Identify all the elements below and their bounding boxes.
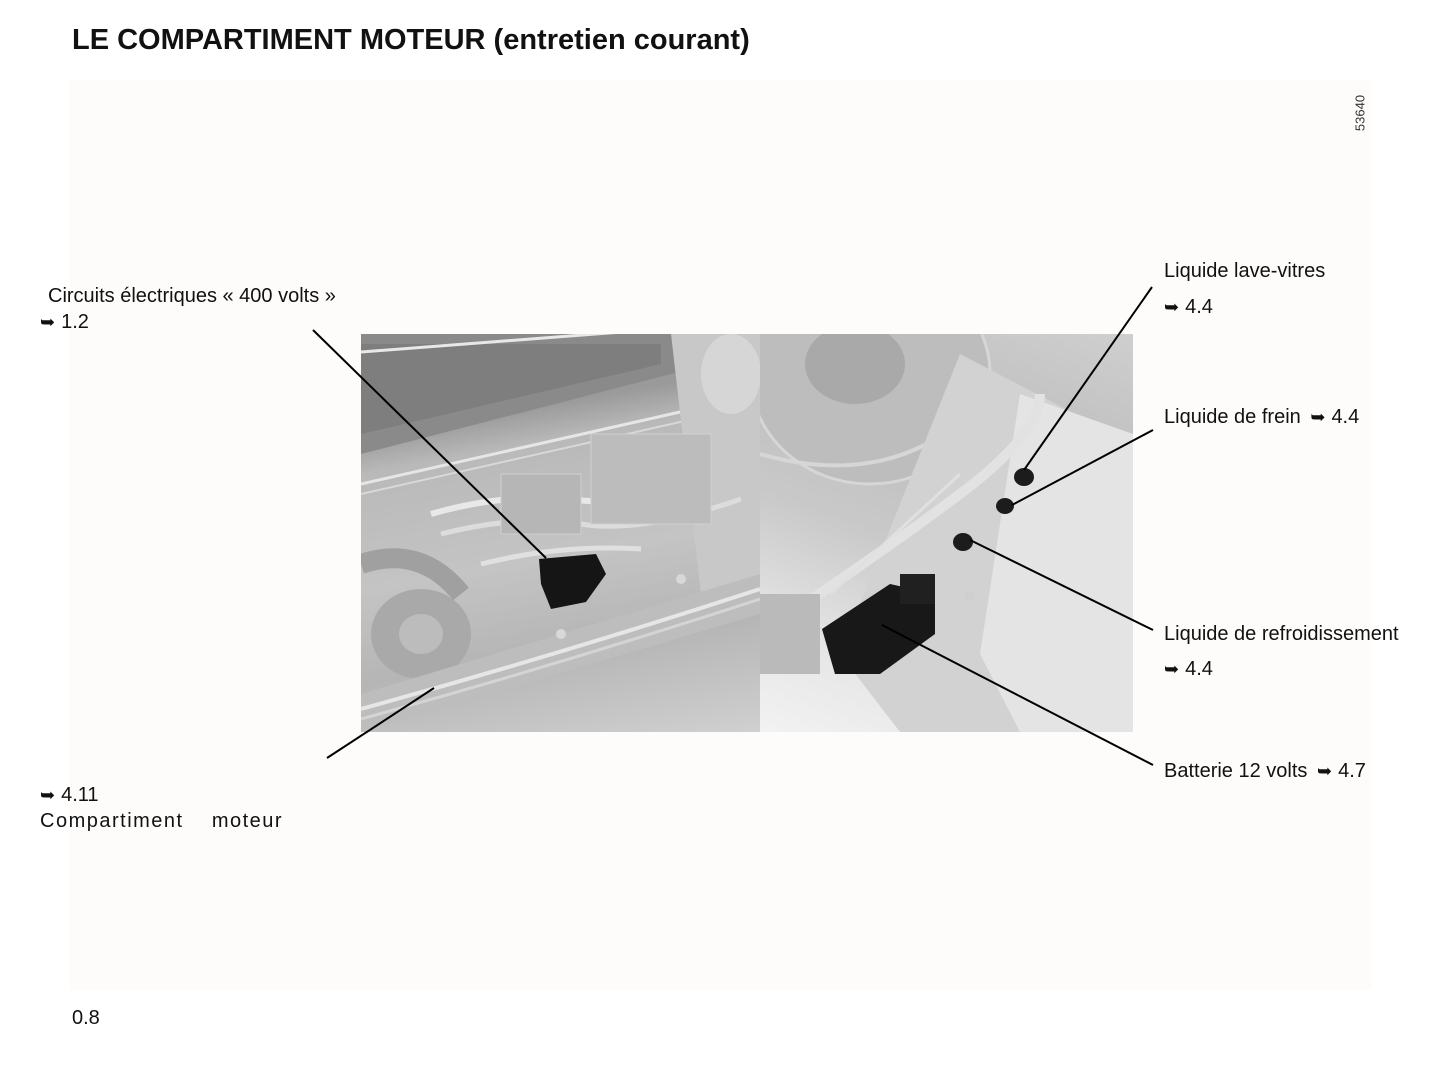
link-compartiment-ref[interactable]: ➥4.11 [40,782,99,808]
link-refroidissement-ref[interactable]: ➥4.4 [1164,656,1213,682]
figure-reference-text: 53640 [1352,94,1368,132]
see-reference-arrow-icon: ➥ [1164,659,1180,679]
label-liquide-lave-vitres: Liquide lave-vitres [1164,258,1325,284]
coolant-cap [953,533,973,551]
see-reference-arrow-icon: ➥ [40,785,56,805]
washer-cap [1014,468,1034,486]
ref-frein[interactable]: 4.4 [1331,406,1360,428]
label-circuits-400v: Circuits électriques « 400 volts » [48,283,336,309]
see-reference-arrow-icon: ➥ [1310,407,1326,427]
ref-batterie[interactable]: 4.7 [1338,760,1366,782]
figure-reference-number: 53640 [1340,88,1380,138]
label-circuits-text: Circuits électriques « 400 volts » [48,285,336,307]
ref-lave-vitres[interactable]: 4.4 [1185,296,1213,318]
engine-compartment-drawing [361,334,760,732]
ref-circuits[interactable]: 1.2 [61,311,89,333]
ref-compartiment[interactable]: 4.11 [61,784,99,806]
label-liquide-frein: Liquide de frein ➥4.4 [1164,404,1359,430]
front-compartment-drawing [760,334,1133,732]
page-title: LE COMPARTIMENT MOTEUR (entretien couran… [72,24,750,56]
label-compartiment-moteur: Compartiment moteur [40,756,283,860]
front-compartment-illustration [760,334,1133,732]
see-reference-arrow-icon: ➥ [1316,761,1333,781]
link-circuits-ref[interactable]: ➥1.2 [40,309,89,335]
engine-compartment-illustration [361,334,760,732]
page-number: 0.8 [72,1007,100,1029]
brake-cap [996,498,1014,514]
see-reference-arrow-icon: ➥ [40,312,56,332]
label-refroidissement-text: Liquide de refroidissement [1164,623,1399,645]
link-lave-vitres-ref[interactable]: ➥4.4 [1164,294,1213,320]
label-lave-vitres-text: Liquide lave-vitres [1164,260,1326,282]
label-liquide-refroidissement: Liquide de refroidissement [1164,621,1399,647]
400v-connector-highlight [539,554,606,609]
label-batterie-text: Batterie 12 volts [1164,760,1308,782]
label-batterie-12v: Batterie 12 volts ➥4.7 [1164,758,1366,784]
ref-refroidissement[interactable]: 4.4 [1185,658,1213,680]
label-frein-text: Liquide de frein [1164,406,1301,428]
label-compartiment-text: Compartiment moteur [40,810,284,832]
see-reference-arrow-icon: ➥ [1164,297,1180,317]
